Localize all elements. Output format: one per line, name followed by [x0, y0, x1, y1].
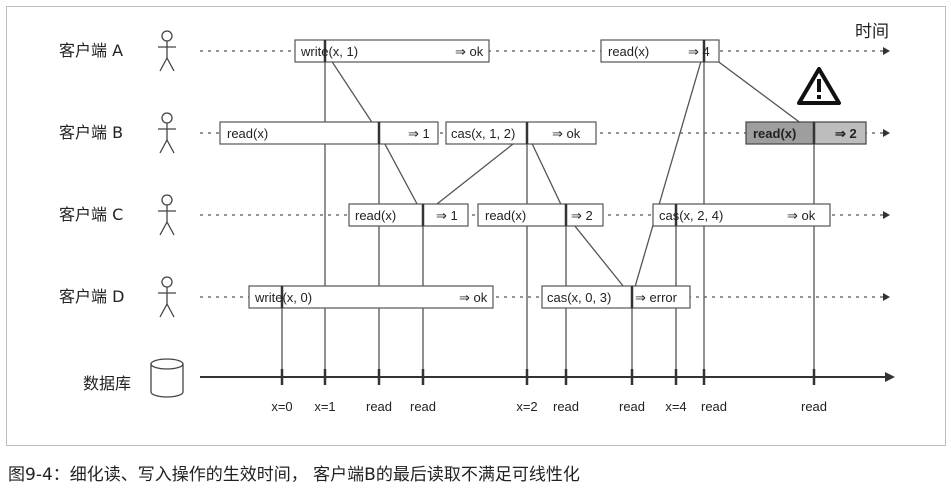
op-b-cas-result: ⇒ ok — [552, 126, 581, 141]
op-b-cas-label: cas(x, 1, 2) — [451, 126, 515, 141]
op-c-read2-result: ⇒ 2 — [571, 208, 593, 223]
op-b-read1-result: ⇒ 1 — [408, 126, 430, 141]
op-d-cas: cas(x, 0, 3) ⇒ error — [541, 285, 691, 309]
op-b-cas: cas(x, 1, 2) ⇒ ok — [445, 121, 597, 145]
database-tick-labels: x=0 x=1 read read x=2 read read x=4 read… — [271, 399, 827, 414]
op-c-cas-label: cas(x, 2, 4) — [659, 208, 723, 223]
op-d-cas-label: cas(x, 0, 3) — [547, 290, 611, 305]
client-c-person-icon — [158, 194, 176, 236]
op-b-read1-label: read(x) — [227, 126, 268, 141]
client-d-label: 客户端 D — [59, 287, 124, 306]
client-c-label: 客户端 C — [59, 205, 123, 224]
client-d-timeline-arrow — [883, 293, 890, 301]
db-tick-label: x=1 — [314, 399, 335, 414]
time-label: 时间 — [855, 22, 889, 42]
op-b-read2-result: ⇒ 2 — [835, 126, 857, 141]
op-d-cas-result: ⇒ error — [635, 290, 678, 305]
op-a-read-label: read(x) — [608, 44, 649, 59]
client-d-person-icon — [158, 276, 176, 318]
db-tick-label: x=2 — [516, 399, 537, 414]
diagram-panel: 时间 客户端 A 客户端 B 客户端 C — [6, 6, 946, 446]
client-a-label: 客户端 A — [59, 41, 123, 60]
db-tick-label: read — [701, 399, 727, 414]
op-c-read2-label: read(x) — [485, 208, 526, 223]
op-b-read1: read(x) ⇒ 1 — [219, 121, 439, 145]
op-b-read2: read(x) ⇒ 2 — [745, 121, 867, 145]
client-b-person-icon — [158, 112, 176, 154]
op-a-read: read(x) ⇒ 4 — [600, 39, 720, 63]
op-a-read-result: ⇒ 4 — [688, 44, 710, 59]
op-c-read1: read(x) ⇒ 1 — [348, 203, 469, 227]
database-ticks — [280, 369, 816, 385]
database-cylinder-icon — [150, 358, 184, 398]
op-c-cas: cas(x, 2, 4) ⇒ ok — [652, 203, 831, 227]
op-a-write-label: write(x, 1) — [300, 44, 358, 59]
op-c-cas-result: ⇒ ok — [787, 208, 816, 223]
op-b-read2-label: read(x) — [753, 126, 796, 141]
db-tick-label: read — [410, 399, 436, 414]
client-b-label: 客户端 B — [59, 123, 123, 142]
op-a-write: write(x, 1) ⇒ ok — [294, 39, 490, 63]
figure-caption: 图9-4：细化读、写入操作的生效时间， 客户端B的最后读取不满足可线性化 — [8, 465, 580, 485]
client-a-person-icon — [158, 30, 176, 72]
db-tick-label: read — [553, 399, 579, 414]
op-c-read2: read(x) ⇒ 2 — [477, 203, 604, 227]
linearizability-diagram: 时间 客户端 A 客户端 B 客户端 C — [59, 22, 895, 414]
client-c-timeline-arrow — [883, 211, 890, 219]
db-tick-label: x=4 — [665, 399, 686, 414]
database-row: 数据库 — [83, 358, 895, 414]
database-timeline-arrow — [885, 372, 895, 382]
op-a-write-result: ⇒ ok — [455, 44, 484, 59]
warning-triangle-icon — [797, 67, 841, 105]
op-d-write: write(x, 0) ⇒ ok — [248, 285, 494, 309]
db-tick-label: read — [619, 399, 645, 414]
op-c-read1-result: ⇒ 1 — [436, 208, 458, 223]
op-c-read1-label: read(x) — [355, 208, 396, 223]
op-d-write-result: ⇒ ok — [459, 290, 488, 305]
client-b-timeline-arrow — [883, 129, 890, 137]
db-tick-label: read — [801, 399, 827, 414]
db-tick-label: x=0 — [271, 399, 292, 414]
database-label: 数据库 — [83, 374, 131, 393]
db-tick-label: read — [366, 399, 392, 414]
op-d-write-label: write(x, 0) — [254, 290, 312, 305]
client-a-timeline-arrow — [883, 47, 890, 55]
